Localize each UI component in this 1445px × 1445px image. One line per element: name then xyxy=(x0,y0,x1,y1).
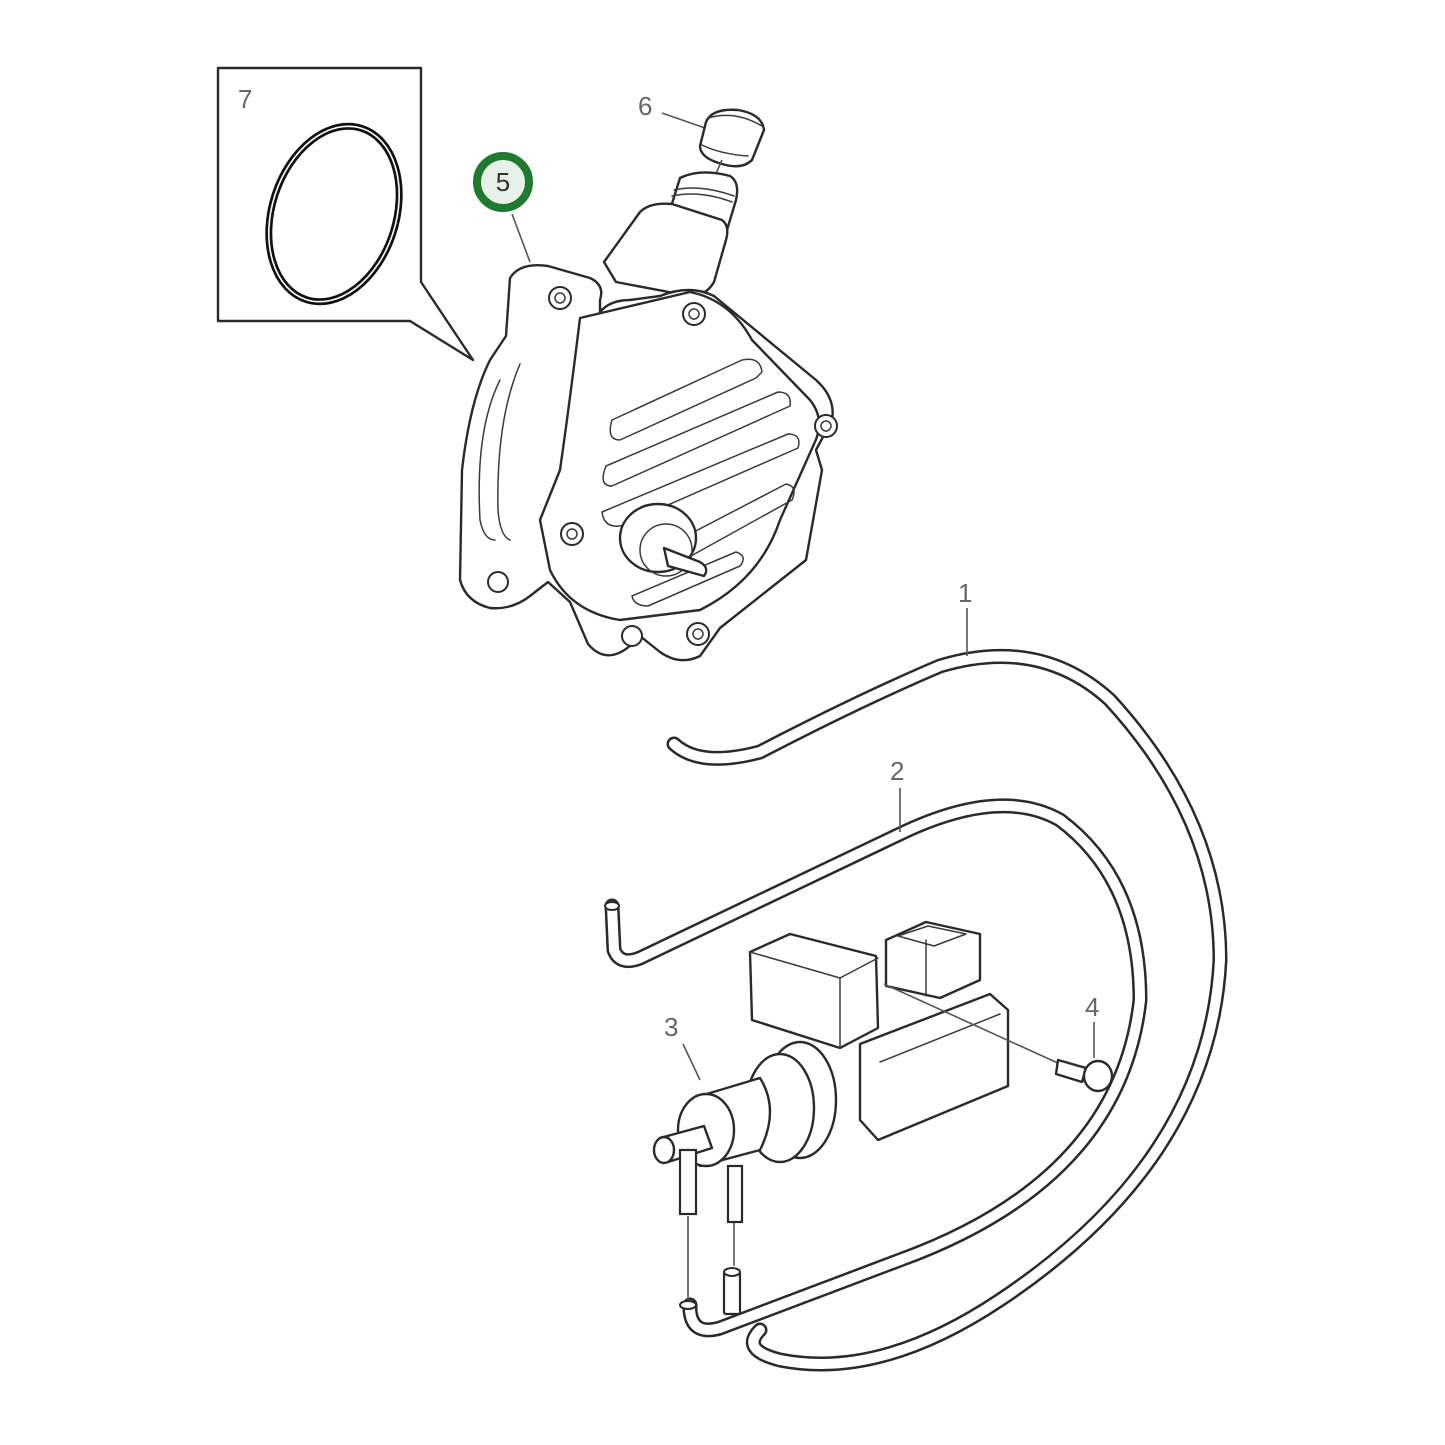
callout-6[interactable]: 6 xyxy=(638,91,652,121)
callout-1[interactable]: 1 xyxy=(958,578,972,608)
bolt-part[interactable]: 4 xyxy=(883,983,1114,1093)
cap-part[interactable]: 6 xyxy=(638,91,766,181)
o-ring-part[interactable] xyxy=(247,109,421,319)
callout-7[interactable]: 7 xyxy=(238,84,252,114)
callout-5[interactable]: 5 xyxy=(496,167,510,197)
callout-4[interactable]: 4 xyxy=(1085,992,1099,1022)
hose-1-part[interactable]: 1 xyxy=(666,578,1228,1372)
callout-2[interactable]: 2 xyxy=(890,756,904,786)
callout-3[interactable]: 3 xyxy=(664,1012,678,1042)
solenoid-valve-part[interactable]: 3 xyxy=(652,920,1010,1224)
detail-box-o-ring: 7 xyxy=(216,66,475,362)
vacuum-pump-part[interactable] xyxy=(458,171,838,662)
hose-2-part[interactable]: 2 xyxy=(604,756,1148,1338)
callout-5-highlight[interactable]: 5 xyxy=(473,152,533,263)
hose-connectors xyxy=(679,1216,742,1316)
